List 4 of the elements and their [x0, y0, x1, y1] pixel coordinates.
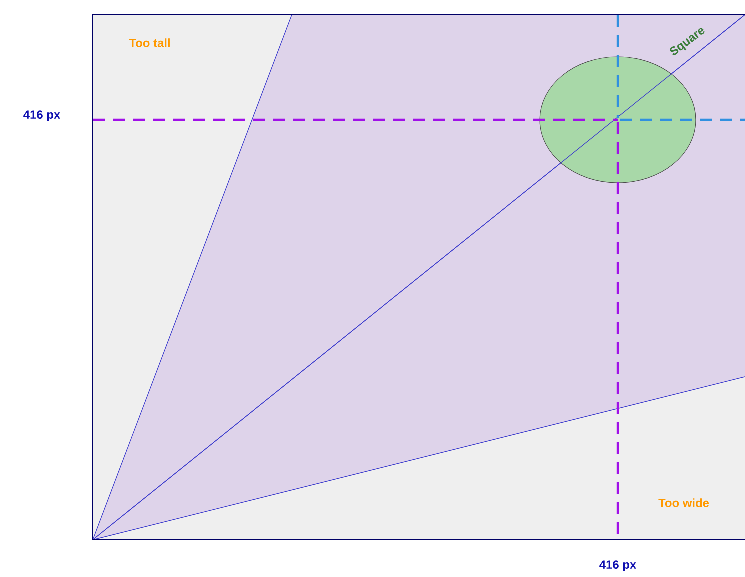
dimension-label: 416 px — [600, 560, 637, 572]
region-label: Too tall — [129, 38, 170, 48]
region-label: Too wide — [658, 498, 710, 508]
dimension-label: 416 px — [24, 110, 60, 122]
